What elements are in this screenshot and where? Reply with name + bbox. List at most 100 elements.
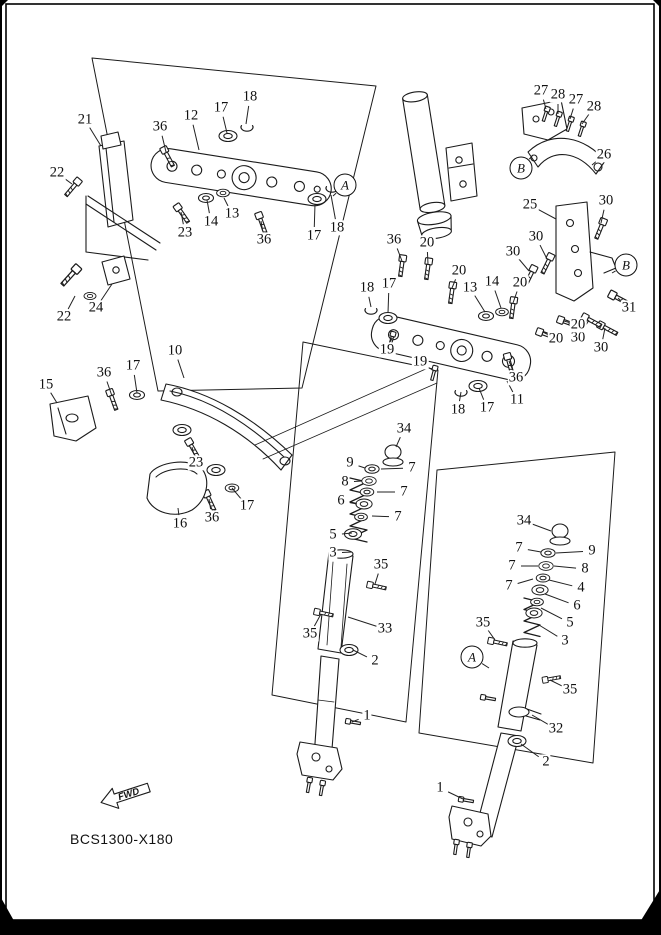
part-callout-6: 6 (336, 492, 346, 509)
bolt-22 (58, 262, 83, 289)
part-callout-36: 36 (255, 231, 273, 248)
part-callout-10: 10 (166, 342, 184, 359)
part-callout-14: 14 (483, 273, 501, 290)
part-callout-21: 21 (76, 111, 94, 128)
part-callout-8: 8 (580, 560, 590, 577)
part-callout-30: 30 (569, 329, 587, 346)
pinch-bolt (304, 776, 314, 794)
part-callout-18: 18 (241, 88, 259, 105)
part-callout-6: 6 (572, 597, 582, 614)
seat-5 (343, 528, 363, 540)
part-callout-36: 36 (203, 509, 221, 526)
part-callout-20: 20 (511, 274, 529, 291)
part-callout-27: 27 (567, 91, 585, 108)
part-callout-13: 13 (461, 279, 479, 296)
part-callout-35: 35 (474, 614, 492, 631)
part-callout-28: 28 (585, 98, 603, 115)
part-callout-20: 20 (569, 316, 587, 333)
panel-frames (91, 57, 616, 764)
washer-14 (216, 188, 230, 198)
circlip-18 (454, 390, 468, 397)
ref-bubble-A: A (333, 173, 357, 197)
bolt-20 (507, 296, 519, 320)
washer-14 (495, 307, 509, 317)
part-callout-14: 14 (202, 213, 220, 230)
part-callout-1: 1 (362, 707, 372, 724)
part-callout-17: 17 (124, 357, 142, 374)
part-callout-9: 9 (345, 454, 355, 471)
fork-left (296, 444, 404, 781)
fork-right (448, 523, 571, 847)
part-callout-22: 22 (55, 308, 73, 325)
bolt-36 (104, 387, 121, 412)
part-callout-20: 20 (547, 330, 565, 347)
part-callout-19: 19 (378, 341, 396, 358)
part-callout-7: 7 (399, 483, 409, 500)
washer-4 (531, 584, 549, 596)
part-callout-17: 17 (212, 99, 230, 116)
part-callout-22: 22 (48, 164, 66, 181)
washer-13 (477, 310, 495, 322)
washer-17 (224, 483, 240, 493)
seat-5 (525, 607, 543, 619)
part-callout-35: 35 (301, 625, 319, 642)
lower-bracket-11 (370, 315, 532, 381)
washer-8 (361, 476, 377, 486)
washer-7 (540, 548, 556, 558)
part-callout-18: 18 (449, 401, 467, 418)
washer-7 (354, 512, 368, 522)
washer-7 (535, 573, 551, 583)
part-callout-2: 2 (541, 753, 551, 770)
washer-13 (197, 192, 215, 204)
lower-arm-10 (160, 383, 293, 471)
part-callout-32: 32 (547, 720, 565, 737)
part-callout-7: 7 (407, 459, 417, 476)
part-callout-12: 12 (182, 107, 200, 124)
washer-7 (359, 487, 375, 497)
part-callout-7: 7 (514, 539, 524, 556)
bolt-35 (479, 693, 497, 703)
bearing-17 (218, 129, 238, 143)
part-callout-7: 7 (507, 557, 517, 574)
part-callout-18: 18 (358, 279, 376, 296)
part-callout-34: 34 (395, 420, 413, 437)
part-callout-17: 17 (478, 399, 496, 416)
part-callout-25: 25 (521, 196, 539, 213)
bushing (206, 463, 226, 477)
bolt-1 (344, 717, 362, 727)
bushing (172, 423, 192, 437)
part-callout-3: 3 (328, 544, 338, 561)
part-callout-36: 36 (95, 364, 113, 381)
washer-6 (530, 597, 544, 607)
part-callout-7: 7 (504, 577, 514, 594)
part-callout-36: 36 (151, 118, 169, 135)
bolt-1 (457, 795, 475, 805)
part-callout-19: 19 (411, 353, 429, 370)
part-callout-13: 13 (223, 205, 241, 222)
part-callout-27: 27 (532, 82, 550, 99)
stay-arm-26 (527, 137, 606, 175)
part-callout-17: 17 (238, 497, 256, 514)
part-callout-30: 30 (504, 243, 522, 260)
part-callout-3: 3 (560, 632, 570, 649)
ref-bubble-A: A (460, 645, 484, 669)
bolt-36 (396, 254, 408, 278)
bolt-20 (446, 281, 458, 305)
bearing-17 (307, 192, 327, 206)
part-callout-24: 24 (87, 299, 105, 316)
part-callout-15: 15 (37, 376, 55, 393)
fwd-marker: FWD (100, 782, 151, 809)
part-callout-7: 7 (393, 508, 403, 525)
washer-17 (128, 389, 146, 401)
bolt-23 (172, 202, 192, 225)
part-callout-36: 36 (507, 369, 525, 386)
part-callout-30: 30 (597, 192, 615, 209)
ref-bubble-B: B (614, 253, 638, 277)
part-callout-2: 2 (370, 652, 380, 669)
bolt-30 (538, 251, 556, 276)
part-callout-18: 18 (328, 219, 346, 236)
bolt-22 (62, 176, 84, 199)
bolt-20 (422, 257, 434, 281)
part-callout-20: 20 (450, 262, 468, 279)
